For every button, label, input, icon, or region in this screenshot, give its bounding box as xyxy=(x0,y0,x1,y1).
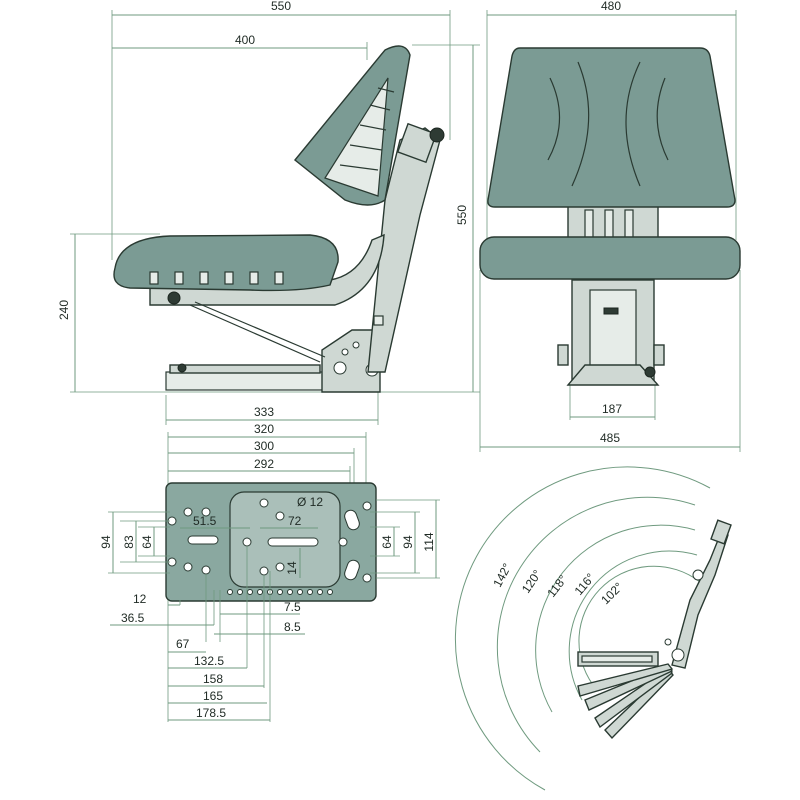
side-suspension-arm-2 xyxy=(194,301,326,358)
angle-label-116: 116° xyxy=(572,570,598,597)
recline-adjust-hole xyxy=(664,638,672,646)
side-backrest-cushion xyxy=(294,45,411,206)
side-pivot-bolt xyxy=(333,361,347,375)
side-lever-knob xyxy=(177,363,187,373)
dim-bottom-36-5: 36.5 xyxy=(121,611,145,625)
front-suspension-inner xyxy=(589,289,637,373)
base-slot-center xyxy=(267,537,319,547)
dim-backrest-depth: 400 xyxy=(235,33,255,47)
dim-right-94: 94 xyxy=(401,535,415,549)
recline-pivot-bolt xyxy=(671,648,685,662)
dim-right-114: 114 xyxy=(422,532,436,551)
side-pivot-bracket xyxy=(321,329,381,393)
side-seat-knob xyxy=(167,291,181,305)
base-mounting-holes xyxy=(167,498,372,583)
dim-left-94: 94 xyxy=(99,535,113,549)
base-slot-left xyxy=(187,535,219,545)
front-post-slots xyxy=(584,209,634,239)
angle-label-102: 102° xyxy=(598,580,626,608)
base-plate-view: 320 300 292 xyxy=(99,422,440,722)
dim-vertical-14: 14 xyxy=(285,561,299,575)
side-recline-mechanism xyxy=(396,122,438,164)
dim-base-width: 187 xyxy=(602,402,622,416)
dim-seat-width: 485 xyxy=(600,431,620,445)
dim-plate-292: 292 xyxy=(254,457,274,471)
dim-bottom-158: 158 xyxy=(203,672,223,686)
side-recline-knob xyxy=(429,127,445,143)
front-side-lever xyxy=(557,344,569,366)
side-suspension-arm xyxy=(189,304,321,363)
arc-120 xyxy=(496,496,696,753)
front-side-lever-2 xyxy=(653,344,665,366)
arc-116 xyxy=(568,550,698,701)
dim-overall-height: 550 xyxy=(455,205,469,225)
recline-backrest-post xyxy=(671,528,729,669)
dim-base-length: 333 xyxy=(254,405,274,419)
base-slot-right-bottom xyxy=(344,559,360,581)
base-slot-right-top xyxy=(344,509,360,531)
dim-overall-width: 550 xyxy=(271,0,291,13)
dim-plate-320: 320 xyxy=(254,422,274,436)
dim-slot-72: 72 xyxy=(288,514,302,528)
recline-top-bracket xyxy=(710,519,732,545)
dim-plate-300: 300 xyxy=(254,439,274,453)
front-backrest-grooves xyxy=(547,61,669,187)
dim-left-64: 64 xyxy=(140,535,154,549)
dim-bottom-8-5: 8.5 xyxy=(284,620,301,634)
recline-backrest-positions xyxy=(577,663,674,740)
dim-hole-diameter: Ø 12 xyxy=(297,495,323,509)
dim-bottom-67: 67 xyxy=(176,637,190,651)
dim-bottom-132-5: 132.5 xyxy=(194,654,224,668)
side-adjust-hole xyxy=(352,341,360,349)
dim-right-64: 64 xyxy=(380,535,394,549)
arc-142 xyxy=(454,466,711,791)
dim-left-83: 83 xyxy=(122,535,136,549)
dim-bottom-165: 165 xyxy=(203,689,223,703)
side-post-slot xyxy=(373,315,384,326)
front-backrest-cushion xyxy=(487,47,736,208)
front-base-foot xyxy=(566,364,660,386)
arc-118 xyxy=(535,524,696,713)
front-view: 480 187 485 xyxy=(479,0,741,452)
side-view: 550 400 240 550 333 xyxy=(57,0,480,425)
recline-view: 142° 120° 118° 116° 102° xyxy=(454,466,732,791)
side-seat-ribs xyxy=(149,271,284,285)
side-base-rail xyxy=(165,371,327,391)
angle-label-120: 120° xyxy=(519,567,545,596)
front-suspension-marker xyxy=(603,307,619,315)
side-backrest-shell xyxy=(324,77,389,197)
dim-backrest-width: 480 xyxy=(601,0,621,13)
side-slide-rail xyxy=(169,364,321,374)
side-adjust-hole xyxy=(341,348,349,356)
recline-post-bolt xyxy=(692,569,704,581)
side-backrest-ribs xyxy=(339,87,395,171)
dim-seat-height: 240 xyxy=(57,300,71,320)
dim-bottom-7-5: 7.5 xyxy=(284,600,301,614)
front-seat-cushion xyxy=(479,236,741,280)
recline-seat-rail xyxy=(581,655,653,663)
front-adjust-knob xyxy=(644,366,656,378)
dim-spacing-51-5: 51.5 xyxy=(193,514,217,528)
dim-bottom-178-5: 178.5 xyxy=(196,706,226,720)
dim-bottom-12: 12 xyxy=(133,592,147,606)
